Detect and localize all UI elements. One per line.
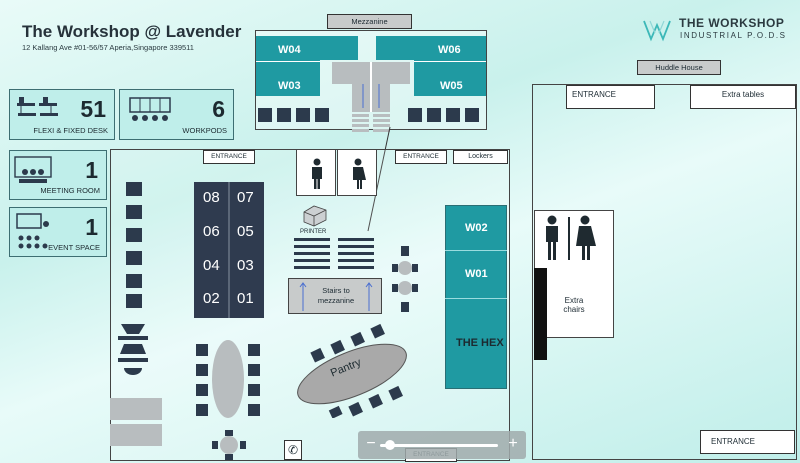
- desk-icon: [17, 97, 58, 116]
- pods-right-block: [445, 205, 507, 389]
- desk-number: 03: [237, 257, 254, 274]
- pod-w04[interactable]: W04 W03: [256, 36, 320, 96]
- huddle-entrance[interactable]: ENTRANCE: [566, 85, 655, 109]
- stat-value: 51: [80, 96, 106, 122]
- desk-number: 06: [203, 223, 220, 240]
- pod-label: W04: [278, 44, 301, 56]
- stat-card-workpods[interactable]: 6 WORKPODS: [119, 89, 234, 140]
- huddle-house-label: Huddle House: [637, 60, 721, 75]
- pod-divider: [445, 250, 507, 251]
- extra-tables-label: Extra tables: [690, 85, 796, 109]
- desk-number: 05: [237, 223, 254, 240]
- the-hex[interactable]: THE HEX: [445, 299, 507, 389]
- mezzanine-chairs-left: [258, 108, 334, 122]
- bar-counter-chairs: [294, 238, 380, 278]
- zoom-slider-track[interactable]: [380, 444, 498, 447]
- main-entrance[interactable]: ENTRANCE: [203, 150, 255, 164]
- desk-number: 04: [203, 257, 220, 274]
- round-table-bottom: [212, 430, 246, 460]
- event-space-icon: [16, 213, 49, 249]
- logo-mark-icon: [643, 20, 671, 42]
- logo-subtitle: INDUSTRIAL P.O.D.S: [680, 31, 787, 40]
- pod-label: W01: [465, 268, 488, 280]
- stat-value: 1: [85, 214, 98, 240]
- zoom-control: − +: [358, 431, 526, 459]
- woman-icon: [353, 158, 366, 189]
- workpod-icon: [129, 97, 171, 121]
- stat-card-meeting-room[interactable]: 1 MEETING ROOM: [9, 150, 107, 200]
- meeting-room-icon: [14, 156, 52, 183]
- desk-number: 02: [203, 290, 220, 307]
- mezzanine-stairs: [332, 62, 410, 132]
- left-chairs-column: [126, 182, 142, 308]
- bar-stools: [392, 246, 418, 312]
- desk-number: 07: [237, 189, 254, 206]
- stat-card-event-space[interactable]: 1 EVENT SPACE: [9, 207, 107, 257]
- stat-label: FLEXI & FIXED DESK: [33, 126, 108, 135]
- lockers: Lockers: [453, 150, 508, 164]
- stat-label: EVENT SPACE: [48, 243, 100, 252]
- stat-label: WORKPODS: [182, 126, 227, 135]
- stat-value: 6: [212, 96, 225, 122]
- side-entrance[interactable]: ENTRANCE: [395, 150, 447, 164]
- sofa-top: [110, 398, 162, 420]
- pod-w01[interactable]: W01: [445, 251, 507, 298]
- zoom-in-button[interactable]: +: [508, 435, 518, 452]
- pod-label: W03: [278, 80, 301, 92]
- hex-label: THE HEX: [456, 337, 504, 349]
- printer-icon: [303, 205, 327, 227]
- man-icon: [312, 158, 322, 189]
- stat-value: 1: [85, 157, 98, 183]
- zoom-slider-thumb[interactable]: [385, 440, 396, 450]
- pod-w02[interactable]: W02: [445, 205, 507, 250]
- hot-desk-block[interactable]: 08 07 06 05 04 03 02 01: [194, 182, 264, 318]
- stat-label: MEETING ROOM: [40, 186, 100, 195]
- restroom-men: [296, 149, 336, 196]
- stairs-arrows-icon: [299, 282, 373, 311]
- pod-divider: [256, 61, 320, 62]
- zoom-out-button[interactable]: −: [366, 435, 376, 452]
- sofa-bottom: [110, 424, 162, 446]
- oval-meeting-table: [212, 340, 244, 418]
- pod-w06-extension: [376, 36, 414, 60]
- left-round-tables: [118, 324, 148, 375]
- oval-table-chairs-right: [248, 344, 260, 416]
- huddle-bottom-entrance[interactable]: ENTRANCE: [700, 430, 795, 454]
- logo-title: THE WORKSHOP: [679, 16, 785, 30]
- pod-w06[interactable]: W06 W05: [414, 36, 486, 96]
- desk-number: 08: [203, 189, 220, 206]
- printer-label: PRINTER: [300, 229, 327, 235]
- pod-w04-extension: [320, 36, 358, 60]
- pod-divider: [414, 61, 486, 62]
- stairs-label: Stairs to mezzanine: [317, 286, 355, 305]
- counter: [534, 268, 547, 360]
- pod-label: W05: [440, 80, 463, 92]
- mezzanine-connector-line: [367, 126, 391, 232]
- huddle-house-area: [532, 84, 797, 460]
- phone-booth-icon[interactable]: ✆: [284, 440, 302, 460]
- page-title: The Workshop @ Lavender: [22, 22, 242, 41]
- pod-label: W06: [438, 44, 461, 56]
- desk-number: 01: [237, 290, 254, 307]
- pod-label: W02: [465, 222, 488, 234]
- mezzanine-chairs-right: [408, 108, 484, 122]
- brand-logo: THE WORKSHOP INDUSTRIAL P.O.D.S: [642, 15, 792, 45]
- pantry-area: [297, 323, 407, 418]
- stat-card-desks[interactable]: 51 FLEXI & FIXED DESK: [9, 89, 115, 140]
- address: 12 Kallang Ave #01-56/57 Aperia,Singapor…: [22, 43, 194, 52]
- stairs-to-mezzanine[interactable]: Stairs to mezzanine: [288, 278, 382, 314]
- extra-chairs-label: Extra chairs: [563, 296, 585, 314]
- restroom-sign-icon: [546, 215, 596, 260]
- pod-divider: [445, 298, 507, 299]
- oval-table-chairs-left: [196, 344, 208, 416]
- restroom-women: [337, 149, 377, 196]
- mezzanine-label: Mezzanine: [327, 14, 412, 29]
